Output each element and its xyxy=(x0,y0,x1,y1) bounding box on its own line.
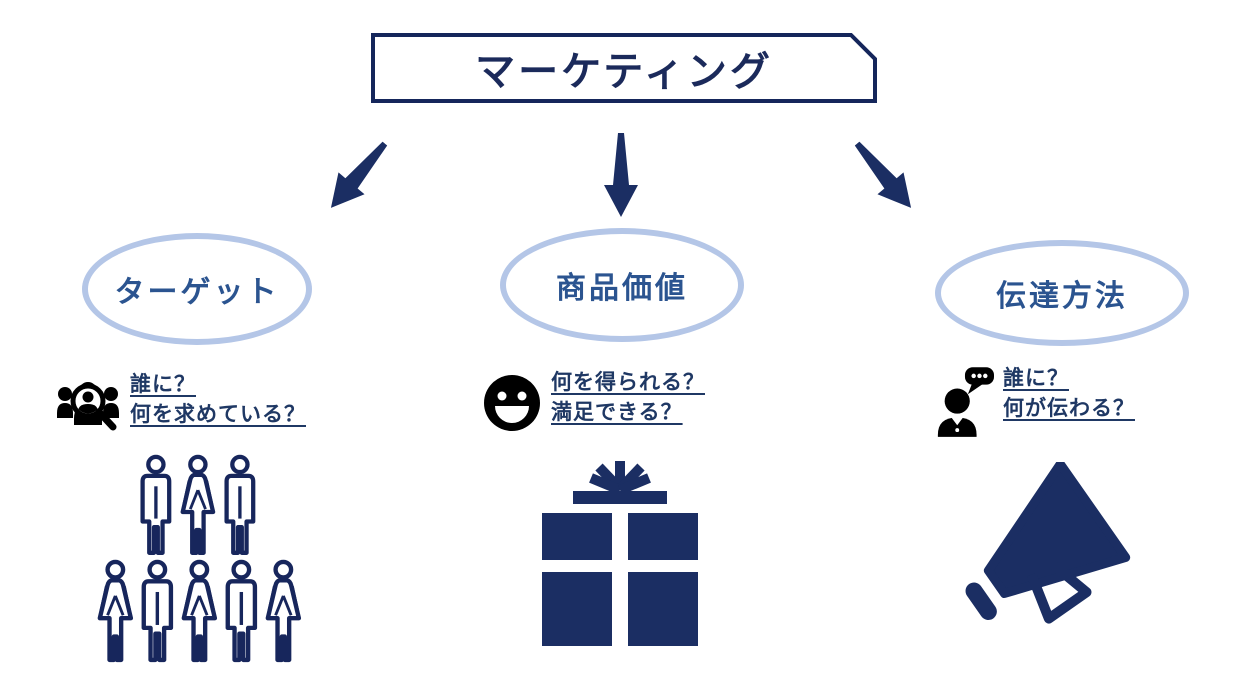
question-line: 誰に？ xyxy=(1003,367,1069,390)
megaphone-icon xyxy=(965,462,1131,624)
speaking-person-icon xyxy=(937,367,994,437)
branch-ellipse-delivery-method: 伝達方法 xyxy=(935,240,1189,346)
title-box-outline xyxy=(371,33,877,103)
question-text-delivery-method: 誰に？ 何が伝わる？ xyxy=(1003,364,1135,424)
question-block-delivery-method: 誰に？ 何が伝わる？ xyxy=(934,364,1135,440)
question-block-target: 誰に？ 何を求めている？ xyxy=(55,370,306,435)
question-line: 満足できる？ xyxy=(551,401,683,424)
branch-label-target: ターゲット xyxy=(114,276,280,309)
question-line: 何を得られる？ xyxy=(551,371,705,394)
question-block-product-value: 何を得られる？ 満足できる？ xyxy=(482,368,705,433)
crowd-icon xyxy=(93,452,333,670)
arrow-down-icon xyxy=(604,133,638,217)
question-line: 何を求めている？ xyxy=(130,403,306,426)
question-line: 何が伝わる？ xyxy=(1003,397,1135,420)
question-line: 誰に？ xyxy=(130,373,196,396)
branch-ellipse-product-value: 商品価値 xyxy=(500,228,744,342)
branch-ellipse-target: ターゲット xyxy=(82,233,312,345)
arrow-down-right-icon xyxy=(854,141,912,208)
branch-label-product-value: 商品価値 xyxy=(556,272,688,305)
branch-label-delivery-method: 伝達方法 xyxy=(996,280,1128,313)
smiley-face-icon xyxy=(484,375,540,431)
gift-box-icon xyxy=(542,461,698,646)
question-text-target: 誰に？ 何を求めている？ xyxy=(130,370,306,430)
question-text-product-value: 何を得られる？ 満足できる？ xyxy=(551,368,705,428)
arrow-down-left-icon xyxy=(330,141,388,208)
audience-search-icon xyxy=(57,382,119,431)
title-box: マーケティング xyxy=(371,33,877,103)
diagram-title: マーケティング xyxy=(475,50,773,94)
